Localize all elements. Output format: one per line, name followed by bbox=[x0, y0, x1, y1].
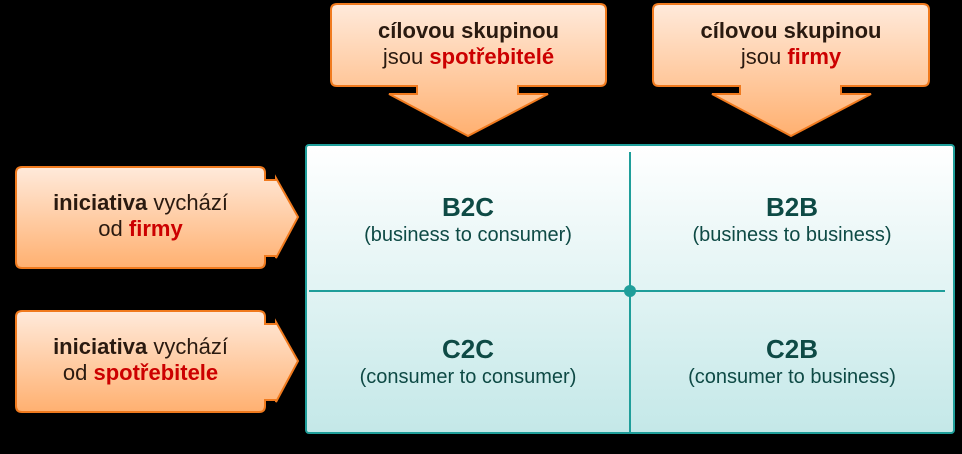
cell-code: C2C bbox=[441, 334, 494, 364]
left-arrow-label-firms: iniciativa vychází od firmy bbox=[16, 190, 265, 242]
initiative-text: iniciativa bbox=[53, 334, 148, 359]
center-dot bbox=[624, 285, 636, 297]
cell-b2c: B2C (business to consumer) bbox=[307, 192, 629, 248]
cell-description: (business to consumer) bbox=[364, 224, 572, 246]
from-text: od bbox=[98, 216, 123, 241]
down-arrow-firms bbox=[652, 3, 930, 138]
are-text: jsou bbox=[382, 44, 424, 69]
comes-from-text: vychází bbox=[153, 334, 228, 359]
down-arrow-consumers bbox=[330, 3, 607, 138]
cell-b2b: B2B (business to business) bbox=[631, 192, 953, 248]
top-arrow-label-consumers: cílovou skupinou jsou spotřebitelé bbox=[331, 18, 606, 70]
target-group-text: cílovou skupinou bbox=[378, 18, 559, 43]
target-group-text: cílovou skupinou bbox=[700, 18, 882, 43]
highlight-firms: firmy bbox=[787, 44, 842, 69]
comes-from-text: vychází bbox=[153, 190, 228, 215]
highlight-consumers: spotřebitelé bbox=[429, 44, 555, 69]
cell-description: (consumer to consumer) bbox=[359, 366, 577, 388]
initiative-text: iniciativa bbox=[53, 190, 148, 215]
cell-description: (consumer to business) bbox=[688, 366, 896, 388]
cell-description: (business to business) bbox=[692, 224, 892, 246]
top-arrow-label-firms: cílovou skupinou jsou firmy bbox=[653, 18, 929, 70]
cell-c2b: C2B (consumer to business) bbox=[631, 334, 953, 390]
right-arrow-firms bbox=[15, 166, 300, 269]
highlight-consumers: spotřebitele bbox=[93, 360, 219, 385]
business-model-matrix: B2C (business to consumer) B2B (business… bbox=[305, 144, 955, 434]
left-arrow-label-consumers: iniciativa vychází od spotřebitele bbox=[16, 334, 265, 386]
highlight-firms: firmy bbox=[128, 216, 183, 241]
cell-code: B2C bbox=[441, 192, 494, 222]
from-text: od bbox=[62, 360, 88, 385]
right-arrow-consumers bbox=[15, 310, 300, 413]
cell-code: C2B bbox=[765, 334, 818, 364]
cell-code: B2B bbox=[765, 192, 818, 222]
cell-c2c: C2C (consumer to consumer) bbox=[307, 334, 629, 390]
are-text: jsou bbox=[740, 44, 782, 69]
